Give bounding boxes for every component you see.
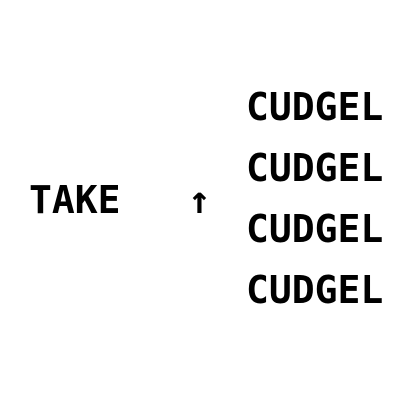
item-choice-1[interactable]: CUDGEL xyxy=(246,85,384,129)
action-label: TAKE xyxy=(29,178,121,222)
up-arrow-icon: ↑ xyxy=(188,178,211,222)
item-choice-3[interactable]: CUDGEL xyxy=(246,207,384,251)
item-choice-list: CUDGEL CUDGEL CUDGEL CUDGEL xyxy=(246,85,400,329)
item-choice-4[interactable]: CUDGEL xyxy=(246,268,384,312)
item-choice-2[interactable]: CUDGEL xyxy=(246,146,384,190)
